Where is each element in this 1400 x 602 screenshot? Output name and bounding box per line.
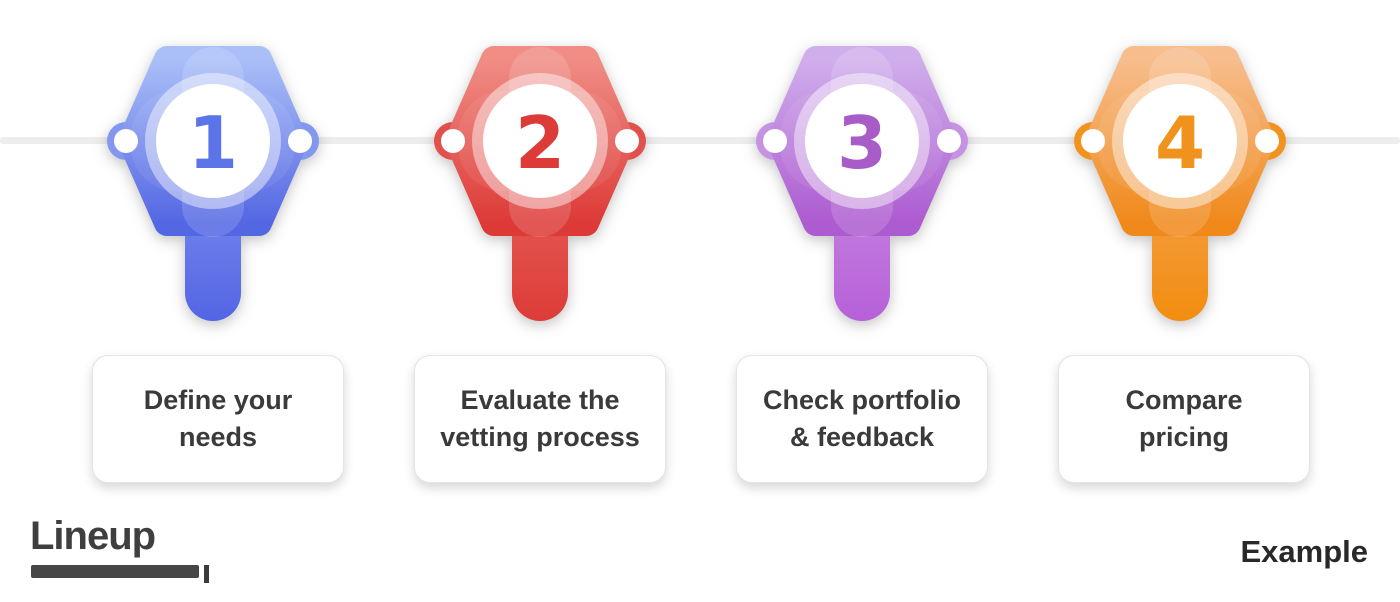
step-number: 2 [515, 101, 565, 185]
step-marker-2: 2 [430, 31, 650, 331]
step-label: Define your needs [143, 385, 293, 452]
step-card-1: Define your needs [92, 355, 344, 483]
step-marker-1: 1 [103, 31, 323, 331]
step-card-3: Check portfolio & feedback [736, 355, 988, 483]
logo-underline-tick [204, 565, 209, 583]
step-card-2: Evaluate the vetting process [414, 355, 666, 483]
logo-underline-bar [31, 565, 199, 578]
example-label: Example [1240, 534, 1368, 569]
step-number: 3 [837, 101, 887, 185]
step-label: Compare pricing [1125, 385, 1243, 452]
step-number: 1 [188, 101, 238, 185]
step-marker-blob-icon: 4 [1074, 46, 1286, 321]
brand-logo: Lineup [30, 514, 156, 558]
connector-line [0, 137, 1400, 144]
step-number: 4 [1155, 101, 1205, 185]
step-marker-blob-icon: 3 [756, 46, 968, 321]
step-marker-3: 3 [752, 31, 972, 331]
step-label: Check portfolio & feedback [762, 385, 961, 452]
step-card-4: Compare pricing [1058, 355, 1310, 483]
step-label: Evaluate the vetting process [440, 385, 640, 452]
step-marker-blob-icon: 1 [107, 46, 319, 321]
step-marker-4: 4 [1070, 31, 1290, 331]
step-marker-blob-icon: 2 [434, 46, 646, 321]
